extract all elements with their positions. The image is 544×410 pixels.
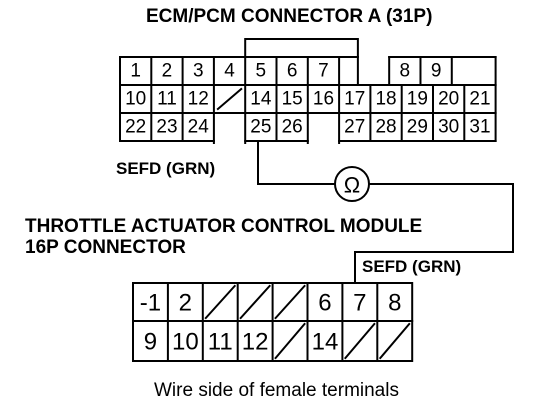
terminal-12: 12 — [188, 89, 209, 110]
module-title-line2: 16P CONNECTOR — [25, 237, 186, 258]
terminal-16p-6: 6 — [318, 290, 331, 317]
terminal-19: 19 — [407, 89, 428, 110]
caption: Wire side of female terminals — [154, 380, 399, 401]
terminal-2: 2 — [162, 61, 173, 82]
terminal-16p-7: 7 — [353, 290, 366, 317]
terminal-15: 15 — [282, 89, 303, 110]
terminal-30: 30 — [438, 117, 459, 138]
terminal-18: 18 — [375, 89, 396, 110]
terminal-16p-12: 12 — [242, 329, 269, 356]
terminal-unused-slash — [204, 284, 237, 320]
terminal-16p-8: 8 — [388, 290, 401, 317]
terminal-1: 1 — [130, 61, 141, 82]
terminal-unused-slash — [274, 322, 306, 360]
terminal-16p-11: 11 — [208, 329, 233, 356]
ohmmeter-symbol: Ω — [344, 173, 360, 198]
terminal-22: 22 — [125, 117, 146, 138]
terminal-3: 3 — [193, 61, 204, 82]
terminal-11: 11 — [157, 89, 177, 110]
terminal-unused-slash — [216, 87, 243, 111]
wire-label-bottom: SEFD (GRN) — [362, 257, 462, 276]
terminal-25: 25 — [250, 117, 271, 138]
wire-label-top: SEFD (GRN) — [116, 159, 216, 178]
terminal-28: 28 — [375, 117, 396, 138]
terminal-14: 14 — [250, 89, 272, 110]
terminal-16p-14: 14 — [312, 329, 339, 356]
terminal-16p-10: 10 — [172, 329, 199, 356]
connector-a-key — [244, 38, 359, 57]
terminal-unused-slash — [274, 284, 306, 320]
terminal-10: 10 — [125, 89, 146, 110]
terminal-20: 20 — [438, 89, 459, 110]
terminal-21: 21 — [469, 89, 490, 110]
terminal-24: 24 — [188, 117, 210, 138]
terminal-27: 27 — [344, 117, 365, 138]
connector-a-title: ECM/PCM CONNECTOR A (31P) — [146, 6, 433, 27]
wires: Ω — [257, 140, 514, 284]
terminal-5: 5 — [256, 61, 267, 82]
terminal-16p--1: -1 — [140, 290, 161, 317]
terminal-unused-slash — [343, 322, 376, 360]
terminal-4: 4 — [224, 61, 235, 82]
terminal-unused-slash — [378, 322, 411, 360]
terminal-6: 6 — [287, 61, 298, 82]
terminal-16p-2: 2 — [179, 290, 192, 317]
terminal-8: 8 — [400, 61, 411, 82]
terminal-26: 26 — [282, 117, 303, 138]
terminal-17: 17 — [344, 89, 365, 110]
terminal-23: 23 — [156, 117, 177, 138]
module-title-line1: THROTTLE ACTUATOR CONTROL MODULE — [25, 216, 423, 237]
terminal-16p-9: 9 — [144, 329, 157, 356]
terminal-9: 9 — [431, 61, 442, 82]
terminal-7: 7 — [318, 61, 329, 82]
terminal-unused-slash — [239, 284, 272, 320]
terminal-29: 29 — [407, 117, 428, 138]
terminal-31: 31 — [469, 117, 490, 138]
terminal-16: 16 — [313, 89, 334, 110]
